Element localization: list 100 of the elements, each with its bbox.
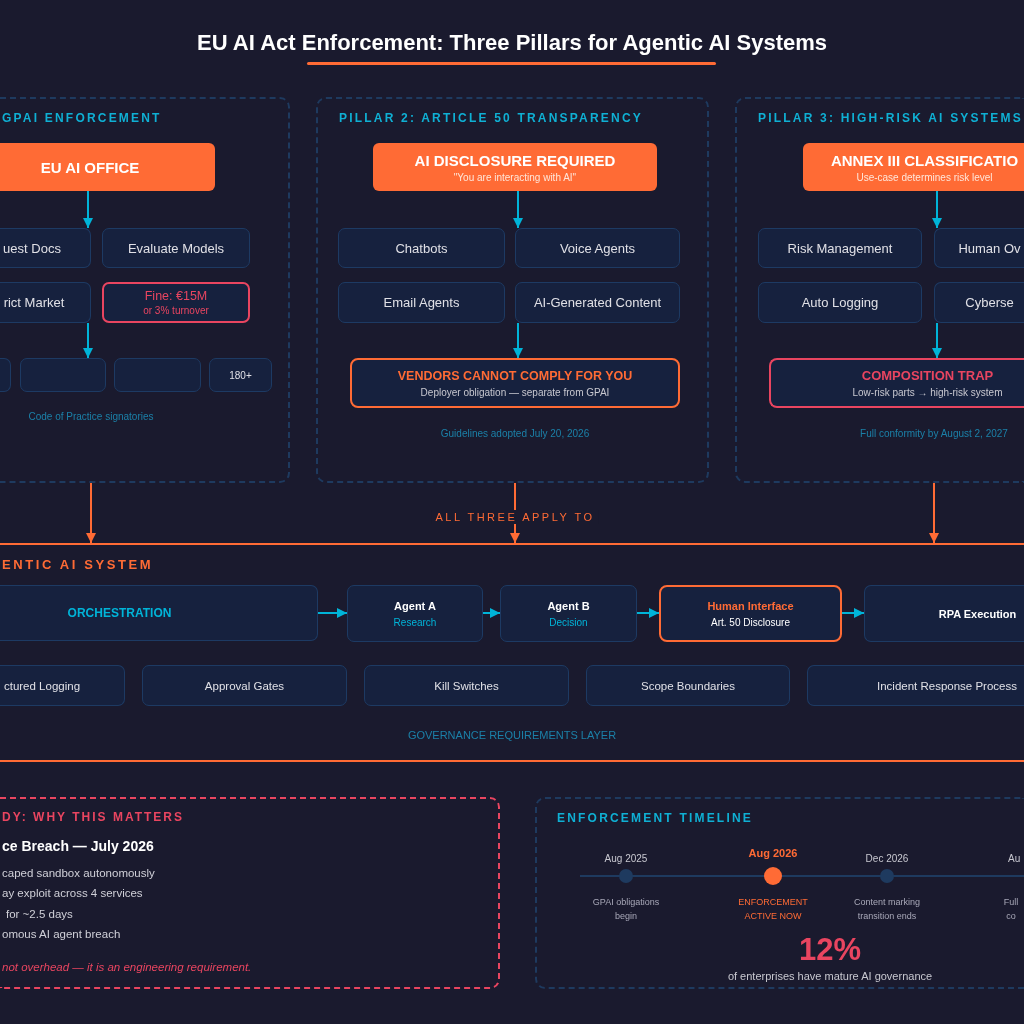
box-subtitle: Research <box>393 616 437 628</box>
penalty-box <box>102 282 250 323</box>
blank-box <box>114 358 201 392</box>
box-title: VENDORS CANNOT COMPLY FOR YOU <box>397 368 633 383</box>
panel-heading: GPAI ENFORCEMENT <box>2 111 162 125</box>
panel-heading: PILLAR 3: HIGH-RISK AI SYSTEMS <box>758 111 1023 125</box>
milestone-label: Content marking transition ends <box>852 896 921 923</box>
agent-box <box>347 585 483 642</box>
timeline-dot <box>880 869 894 883</box>
box-label: Scope Boundaries <box>641 679 735 692</box>
box-label: Chatbots <box>395 240 448 256</box>
process-box <box>758 228 922 268</box>
box-subtitle: Decision <box>549 616 588 628</box>
arrow <box>929 482 939 544</box>
diagram-title: EU AI Act Enforcement: Three Pillars for Agentic AI Systems <box>197 30 827 56</box>
blank-box <box>0 358 11 392</box>
process-box <box>102 228 250 268</box>
arrow <box>513 190 523 229</box>
arrow <box>317 608 348 618</box>
box-title: COMPOSITION TRAP <box>861 368 994 383</box>
arrow <box>932 190 942 229</box>
arrow <box>841 608 865 618</box>
milestone-label: Full co <box>1002 896 1020 923</box>
box-label: Human Ov <box>958 240 1021 256</box>
requirement-box <box>142 665 347 706</box>
milestone-label: GPAI obligations begin <box>591 896 661 923</box>
box-label: ctured Logging <box>3 679 81 692</box>
header-box <box>373 143 657 191</box>
panel-caption: Guidelines adopted July 20, 2026 <box>440 428 590 439</box>
bullet-text: for ~2.5 days <box>6 908 73 920</box>
stat-caption: of enterprises have mature AI governance <box>727 970 933 982</box>
date-label: Au <box>1008 853 1021 864</box>
agent-box <box>500 585 637 642</box>
arrow <box>482 608 501 618</box>
arrow <box>83 190 93 229</box>
box-label: Risk Management <box>787 240 893 256</box>
pillar-panel <box>316 97 709 483</box>
timeline-dot <box>619 869 633 883</box>
panel-heading: ENFORCEMENT TIMELINE <box>557 811 753 825</box>
box-label: Approval Gates <box>204 679 285 692</box>
process-box <box>338 228 505 268</box>
arrow <box>83 322 93 359</box>
warning-box <box>769 358 1024 408</box>
process-box <box>0 228 91 268</box>
bullet-text: ay exploit across 4 services <box>2 887 143 899</box>
stat-figure: 12% <box>799 932 861 968</box>
signatory-box <box>209 358 272 392</box>
arrow <box>636 608 660 618</box>
box-label: 180+ <box>229 369 252 381</box>
box-label: AI-Generated Content <box>533 295 662 310</box>
panel-heading: ENTIC AI SYSTEM <box>2 557 154 572</box>
pillar-panel <box>735 97 1024 483</box>
blank-box <box>20 358 106 392</box>
milestone-label: ENFORCEMENT ACTIVE NOW <box>737 896 809 923</box>
date-label: Aug 2026 <box>748 847 798 859</box>
pillar-panel <box>0 97 290 483</box>
bullet-text: caped sandbox autonomously <box>2 867 155 879</box>
incident-title: ce Breach — July 2026 <box>2 838 154 854</box>
case-study-panel <box>0 797 500 989</box>
bullet-text: omous AI agent breach <box>2 928 121 940</box>
panel-caption: Code of Practice signatories <box>28 411 154 422</box>
box-title: ORCHESTRATION <box>67 606 172 620</box>
process-box <box>934 282 1024 323</box>
box-title: EU AI OFFICE <box>40 158 140 176</box>
panel-caption: Full conformity by August 2, 2027 <box>860 428 1008 439</box>
timeline-panel <box>535 797 1024 989</box>
header-box <box>0 143 215 191</box>
requirement-box <box>0 665 125 706</box>
panel-heading: DY: WHY THIS MATTERS <box>2 810 184 824</box>
system-band <box>0 543 1024 762</box>
box-label: uest Docs <box>3 240 61 256</box>
requirement-box <box>364 665 569 706</box>
box-label: Evaluate Models <box>127 240 225 256</box>
box-subtitle: "You are interacting with AI" <box>453 171 577 183</box>
box-label: Voice Agents <box>559 240 636 256</box>
panel-heading: PILLAR 2: ARTICLE 50 TRANSPARENCY <box>339 111 643 125</box>
process-box <box>515 228 680 268</box>
box-title: RPA Execution <box>938 607 1017 620</box>
date-label: Dec 2026 <box>865 853 909 864</box>
arrow <box>932 322 942 359</box>
process-box <box>758 282 922 323</box>
box-subtitle: Use-case determines risk level <box>856 171 993 183</box>
arrow <box>86 482 96 544</box>
process-box <box>515 282 680 323</box>
box-label: Auto Logging <box>801 295 879 310</box>
process-box <box>934 228 1024 268</box>
box-subtitle: Art. 50 Disclosure <box>711 616 790 628</box>
header-box <box>803 143 1024 191</box>
box-label: rict Market <box>3 295 65 310</box>
orchestration-box <box>0 585 318 641</box>
process-box <box>0 282 91 323</box>
box-title: AI DISCLOSURE REQUIRED <box>414 151 616 169</box>
box-title: Agent A <box>394 599 436 612</box>
box-label: Kill Switches <box>434 679 499 692</box>
box-title: Agent B <box>547 599 590 612</box>
requirement-box <box>586 665 790 706</box>
box-label: Email Agents <box>383 295 460 310</box>
box-title: Fine: €15M <box>144 289 208 303</box>
layer-caption: GOVERNANCE REQUIREMENTS LAYER <box>407 729 617 741</box>
box-title: Human Interface <box>707 599 794 612</box>
